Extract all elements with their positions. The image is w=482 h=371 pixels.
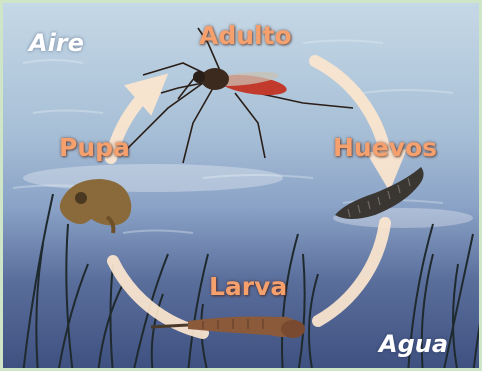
stage-label-eggs: Huevos [333, 135, 437, 160]
zone-air-label: Aire [29, 31, 84, 55]
stage-label-adult: Adulto [199, 23, 292, 48]
stage-label-pupa: Pupa [59, 135, 130, 160]
stage-label-larva: Larva [209, 274, 287, 299]
zone-water-label: Agua [379, 332, 448, 356]
scene-artwork [3, 3, 482, 371]
